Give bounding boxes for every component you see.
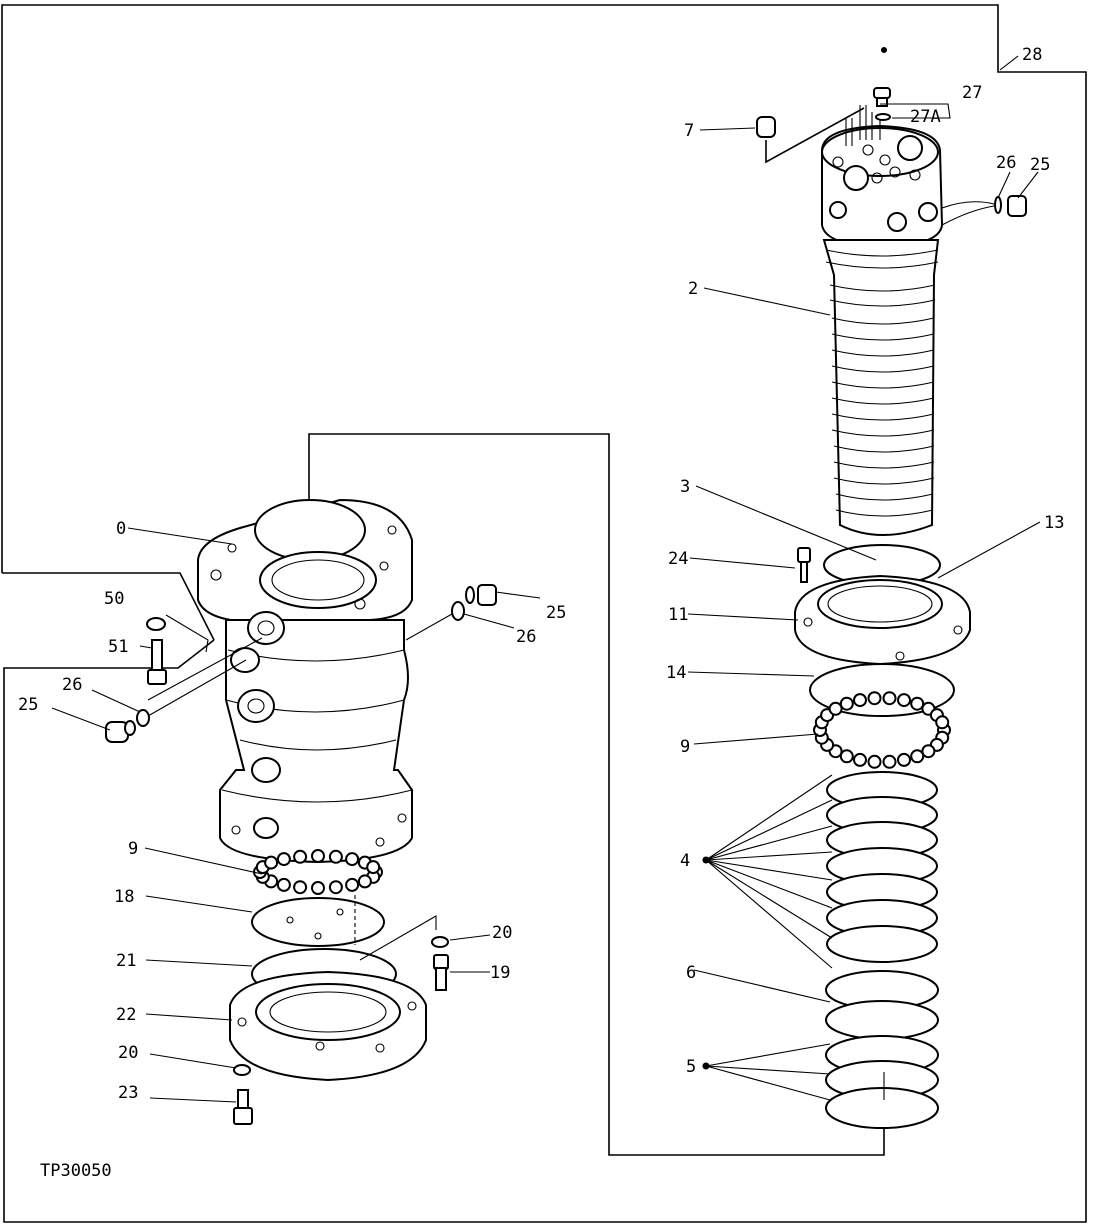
cover-part-22	[229, 970, 427, 1082]
callout-18: 18	[114, 887, 134, 907]
bearing-ball	[921, 744, 936, 759]
bearing-ball	[328, 849, 343, 864]
callout-4: 4	[680, 851, 690, 871]
washer-part-50	[146, 617, 166, 631]
bearing-ball	[882, 691, 897, 706]
callout-5: 5	[686, 1057, 696, 1077]
callout-9-left: 9	[128, 839, 138, 859]
bearing-ball	[264, 855, 279, 870]
bearing-ball	[897, 693, 911, 708]
bearing-ball	[853, 752, 867, 767]
callout-0: 0	[116, 519, 126, 539]
housing-part-0	[197, 498, 413, 864]
leader-lines	[51, 46, 1041, 1103]
bearing-ball	[839, 696, 854, 711]
bearing-ball	[853, 693, 867, 708]
bearing-ball	[345, 877, 360, 892]
callout-27a: 27A	[910, 107, 941, 127]
bearing-ball	[366, 860, 381, 875]
callout-22: 22	[116, 1005, 136, 1025]
ring-part-6	[825, 970, 939, 1040]
plug-part-25-right	[941, 195, 1027, 226]
callout-3: 3	[680, 477, 690, 497]
seal-rings-part-4	[826, 771, 938, 963]
plug-part-25-middle	[405, 584, 497, 641]
rings-part-5	[825, 1035, 939, 1129]
center-column-part-2	[821, 124, 944, 536]
ball-bearing-part-9-left	[253, 849, 383, 895]
callout-2: 2	[688, 279, 698, 299]
bearing-ball	[867, 754, 882, 769]
bearing-ball	[357, 874, 372, 889]
figure-id: TP30050	[40, 1161, 112, 1181]
bearing-ball	[345, 852, 360, 867]
bearing-ball	[935, 715, 950, 730]
callout-50: 50	[104, 589, 124, 609]
bearing-ball	[897, 752, 911, 767]
bearing-ball	[276, 852, 291, 867]
washer-part-20-upper	[431, 936, 449, 948]
callout-20-lower: 20	[118, 1043, 138, 1063]
bearing-ball	[910, 749, 925, 764]
callout-23: 23	[118, 1083, 138, 1103]
plate-part-18	[251, 895, 385, 947]
callout-6: 6	[686, 963, 696, 983]
callout-11: 11	[668, 605, 688, 625]
callout-19: 19	[490, 963, 510, 983]
bearing-ball	[910, 696, 925, 711]
bearing-ball	[276, 877, 291, 892]
bearing-ball	[867, 691, 882, 706]
callout-21: 21	[116, 951, 136, 971]
bearing-ball	[839, 749, 854, 764]
callout-7: 7	[684, 121, 694, 141]
bearing-ball	[882, 754, 897, 769]
callout-14: 14	[666, 663, 686, 683]
callout-26-middle: 26	[516, 627, 536, 647]
plug-part-25-left	[105, 637, 263, 743]
bolt-part-19	[433, 954, 449, 991]
bearing-ball	[293, 880, 308, 895]
washer-part-20-lower	[233, 1064, 251, 1076]
callout-25-left: 25	[18, 695, 38, 715]
plug-part-7	[756, 107, 865, 164]
callout-25-middle: 25	[546, 603, 566, 623]
bolt-part-51	[147, 614, 209, 685]
callout-24: 24	[668, 549, 688, 569]
callout-28: 28	[1022, 45, 1042, 65]
assembly-bracket-28	[1, 4, 1087, 1223]
bearing-ball	[328, 880, 343, 895]
bearing-ball	[311, 849, 325, 863]
bolt-part-23	[233, 1089, 253, 1125]
callout-26-right: 26	[996, 153, 1016, 173]
bearing-ball	[311, 881, 325, 895]
inner-bracket	[308, 433, 885, 1156]
bearing-ball	[293, 849, 308, 864]
callout-51: 51	[108, 637, 128, 657]
callout-13: 13	[1044, 513, 1064, 533]
ball-bearing-part-9-right	[813, 691, 951, 769]
callout-9-right: 9	[680, 737, 690, 757]
callout-27: 27	[962, 83, 982, 103]
callouts: 28 27 27A 7 26 25 2 3 13 24 11 14 9 4 6 …	[18, 45, 1064, 1181]
flange-part-11	[794, 574, 971, 666]
bearing-ball	[828, 701, 843, 716]
callout-20-upper: 20	[492, 923, 512, 943]
callout-25-right: 25	[1030, 155, 1050, 175]
callout-26-left: 26	[62, 675, 82, 695]
